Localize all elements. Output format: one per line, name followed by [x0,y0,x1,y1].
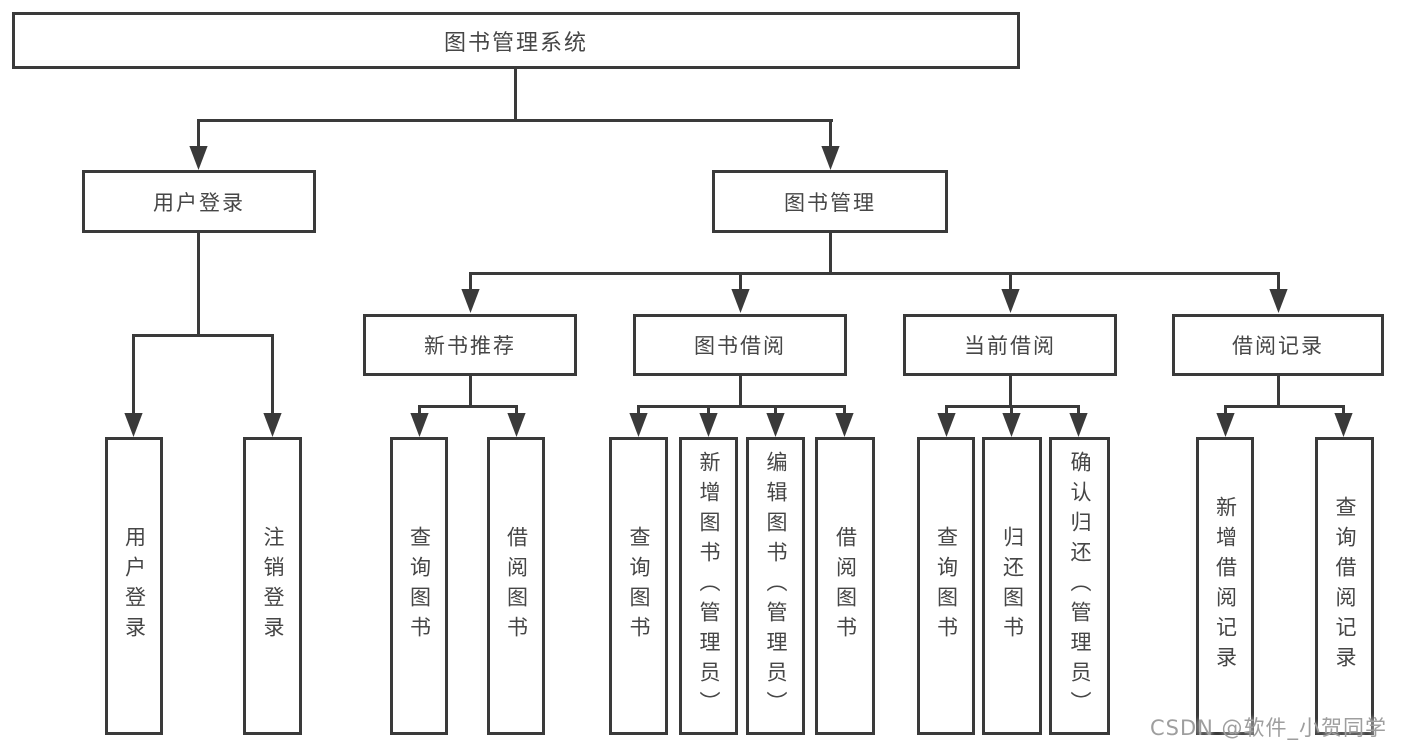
connector-level2-rail [469,272,1280,275]
connector-drop-leaf [515,405,518,415]
connector-user-login-rail [132,334,274,337]
connector-borrow-records-rail [1224,405,1345,408]
node-borrow-books-leaf: 借阅图书 [815,437,875,735]
connector-drop-leaf [843,405,846,415]
node-label: 用户登录 [153,190,245,215]
node-new-book-recommend: 新书推荐 [363,314,577,376]
node-add-books-admin-leaf: 新增图书（管理员） [679,437,738,735]
connector-book-borrowing-trunk [739,376,742,407]
connector-new-book-trunk [469,376,472,407]
arrow-down-icon [461,289,480,313]
node-label: 图书管理系统 [443,30,588,56]
connector-current-borrowing-trunk [1009,376,1012,407]
arrow-down-icon [1269,289,1288,313]
node-current-borrowing: 当前借阅 [903,314,1117,376]
connector-level1-rail [197,119,833,122]
node-label: 图书借阅 [694,334,786,358]
node-query-books-leaf: 查询图书 [917,437,975,735]
connector-drop-leaf [1010,405,1013,415]
node-label: 用户登录 [122,526,147,646]
arrow-down-icon [1216,413,1235,437]
connector-drop-leaf [637,405,640,415]
arrow-down-icon [507,413,526,437]
node-logout-leaf: 注销登录 [243,437,302,735]
arrow-down-icon [835,413,854,437]
connector-drop-book-borrowing [739,272,742,291]
node-label: 新增借阅记录 [1213,496,1238,676]
node-label: 查询图书 [407,526,432,646]
connector-drop-user-login-leaf [132,334,135,415]
node-label: 新增图书（管理员） [697,451,721,721]
connector-drop-user-login [197,119,200,148]
node-edit-books-admin-leaf: 编辑图书（管理员） [746,437,805,735]
node-label: 当前借阅 [964,334,1056,358]
arrow-down-icon [821,146,840,170]
node-label: 查询图书 [934,526,959,646]
node-book-borrowing: 图书借阅 [633,314,847,376]
node-label: 确认归还（管理员） [1068,451,1092,721]
node-label: 查询图书 [627,526,651,646]
connector-drop-current-borrowing [1009,272,1012,291]
node-label: 图书管理 [784,190,876,215]
connector-drop-book-management [829,119,832,148]
node-book-management: 图书管理 [712,170,948,233]
node-query-books-leaf: 查询图书 [609,437,668,735]
arrow-down-icon [124,413,143,437]
arrow-down-icon [699,413,718,437]
connector-drop-leaf [774,405,777,415]
arrow-down-icon [410,413,429,437]
arrow-down-icon [731,289,750,313]
node-return-books-leaf: 归还图书 [982,437,1042,735]
arrow-down-icon [189,146,208,170]
connector-drop-leaf [945,405,948,415]
node-label: 借阅图书 [504,526,529,646]
node-label: 借阅记录 [1232,334,1324,358]
node-borrow-books-leaf: 借阅图书 [487,437,545,735]
connector-user-login-trunk [197,233,200,337]
node-label: 查询借阅记录 [1333,496,1357,676]
arrow-down-icon [1334,413,1353,437]
connector-book-borrowing-rail [637,405,846,408]
node-label: 新书推荐 [424,334,516,358]
arrow-down-icon [1001,289,1020,313]
connector-drop-borrow-records [1277,272,1280,291]
connector-drop-new-book [469,272,472,291]
node-query-borrow-record-leaf: 查询借阅记录 [1315,437,1374,735]
arrow-down-icon [1002,413,1021,437]
arrow-down-icon [1069,413,1088,437]
node-confirm-return-admin-leaf: 确认归还（管理员） [1049,437,1110,735]
node-label: 注销登录 [261,526,285,646]
node-borrow-records: 借阅记录 [1172,314,1384,376]
node-label: 编辑图书（管理员） [764,451,788,721]
connector-drop-leaf [1224,405,1227,415]
node-label: 归还图书 [1000,526,1025,646]
arrow-down-icon [937,413,956,437]
arrow-down-icon [629,413,648,437]
node-label: 借阅图书 [833,526,858,646]
connector-borrow-records-trunk [1277,376,1280,407]
connector-drop-leaf [1077,405,1080,415]
connector-drop-leaf [1342,405,1345,415]
node-query-books-leaf: 查询图书 [390,437,448,735]
connector-root-trunk [514,69,517,122]
connector-drop-leaf [418,405,421,415]
connector-new-book-rail [418,405,518,408]
connector-drop-logout-leaf [271,334,274,415]
arrow-down-icon [766,413,785,437]
connector-drop-leaf [707,405,710,415]
arrow-down-icon [263,413,282,437]
connector-book-management-trunk [829,233,832,275]
node-add-borrow-record-leaf: 新增借阅记录 [1196,437,1254,735]
csdn-watermark: CSDN @软件_小贺同学 [1150,716,1388,740]
node-user-login-leaf: 用户登录 [105,437,163,735]
node-library-management-system: 图书管理系统 [12,12,1020,69]
node-user-login: 用户登录 [82,170,316,233]
